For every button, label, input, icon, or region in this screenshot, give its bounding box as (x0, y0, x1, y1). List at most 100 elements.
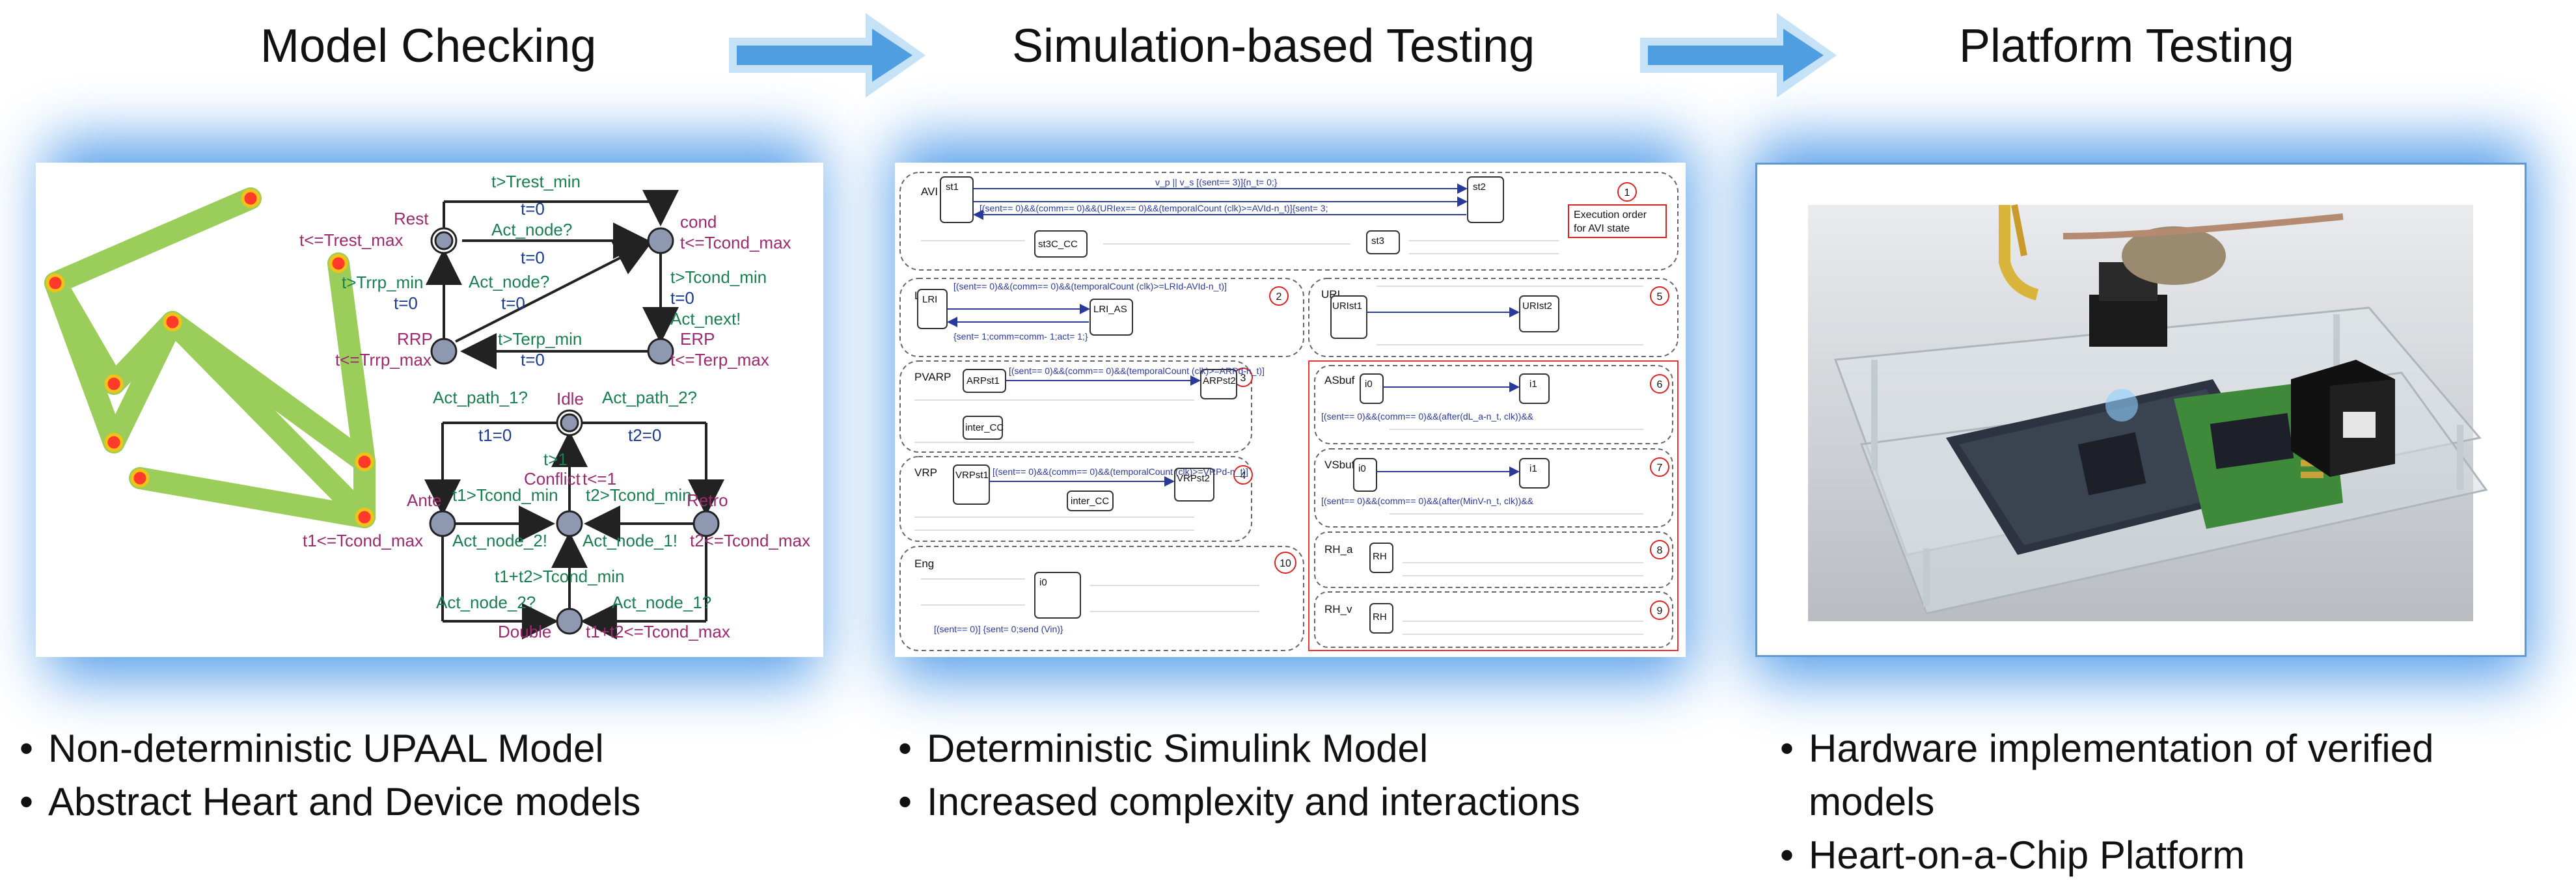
hardware-platform-photo (1755, 163, 2527, 657)
chart-label: RH_v (1324, 603, 1352, 615)
act-path-1-label: Act_path_1? (433, 388, 528, 407)
reset-label: t=0 (521, 350, 545, 369)
automaton-state-icons (430, 227, 674, 365)
transition-code: [(sent== 0)&&(comm== 0)&&(temporalCount … (953, 281, 1227, 291)
reset-label: t=0 (521, 199, 545, 219)
reset-label: t=0 (521, 248, 545, 267)
order-badge: 4 (1240, 470, 1246, 481)
double-invariant: t1+t2<=Tcond_max (586, 622, 730, 641)
rha-chart (1314, 531, 1673, 588)
simulation-bullets: Deterministic Simulink Model Increased c… (898, 722, 1580, 829)
state-conflict: Conflict (524, 469, 581, 489)
state-label: i1 (1529, 379, 1537, 390)
trest-guard: t>Trest_min (491, 172, 581, 191)
state-label: LRI_AS (1093, 304, 1127, 315)
act-node-2-label: Act_node_2? (436, 593, 536, 612)
order-badge: 6 (1657, 379, 1663, 390)
state-label: st1 (946, 181, 959, 193)
eng-chart (899, 546, 1304, 651)
cond-invariant: t<=Tcond_max (680, 233, 791, 252)
act-next-label: Act_next! (670, 309, 741, 329)
state-label: inter_CC (965, 422, 1004, 433)
state-rrp: RRP (397, 329, 433, 349)
chart-label: AVI (921, 185, 938, 198)
t1-guard: t1>Tcond_min (452, 485, 558, 505)
t2-reset: t2=0 (628, 425, 661, 445)
transition-code: [(sent== 0)] {sent= 0;send (Vin)} (934, 624, 1063, 634)
transition-code: [(sent== 0)&&(comm== 0)&&(temporalCount … (1009, 366, 1265, 376)
path-state-icons (429, 409, 720, 635)
bullet-item: Hardware implementation of verified mode… (1780, 722, 2548, 829)
bullet-item: Heart-on-a-Chip Platform (1780, 829, 2548, 882)
transition-code: v_p || v_s [(sent== 3)]{n_t= 0;} (1155, 177, 1278, 187)
transition-code: [(sent== 0)&&(comm== 0)&&(after(dL_a-n_t… (1321, 411, 1534, 422)
execution-order-text: for AVI state (1574, 223, 1630, 234)
bullet-item: Increased complexity and interactions (898, 775, 1580, 829)
buffer-group (1308, 360, 1679, 651)
order-badge: 8 (1657, 545, 1663, 556)
act-node-label: Act_node? (469, 272, 549, 291)
model-checking-title: Model Checking (260, 20, 597, 72)
state-label: st3C_CC (1038, 239, 1078, 250)
state-erp: ERP (680, 329, 715, 349)
chart-label: PVARP (914, 371, 951, 383)
act-node-1-label: Act_node_1! (582, 531, 678, 550)
order-badge: 1 (1624, 187, 1630, 198)
order-badge: 2 (1276, 291, 1282, 302)
simulink-model-panel: AVI LRI PVARP VRP URI ASbuf VSbuf RH_a R… (895, 163, 1686, 657)
erp-invariant: t<=Terp_max (670, 350, 769, 369)
uri-chart (1308, 278, 1679, 357)
ante-invariant: t1<=Tcond_max (303, 531, 423, 550)
order-badge: 10 (1280, 558, 1291, 569)
execution-order-text: Execution order (1574, 209, 1647, 221)
state-double: Double (498, 622, 551, 641)
bullet-item: Deterministic Simulink Model (898, 722, 1580, 775)
rest-invariant: t<=Trest_max (299, 230, 403, 250)
bullet-item: Abstract Heart and Device models (20, 775, 640, 829)
heart-model-graph (44, 187, 376, 528)
state-label: VRPst2 (1177, 473, 1210, 484)
model-checking-bullets: Non-deterministic UPAAL Model Abstract H… (20, 722, 640, 829)
heart-node-icons (46, 189, 374, 527)
order-badge: 3 (1240, 373, 1246, 384)
state-label: ARPst2 (1203, 375, 1236, 386)
transition-code: [(sent== 0)&&(comm== 0)&&(URIex== 0)&&(t… (980, 203, 1328, 213)
trrp-guard: t>Trrp_min (342, 273, 423, 292)
avi-chart (899, 172, 1679, 271)
t1t2-guard: t1+t2>Tcond_min (495, 567, 624, 586)
arrow-icon (1640, 13, 1837, 98)
reset-label: t=0 (394, 293, 418, 313)
act-path-2-label: Act_path_2? (602, 388, 697, 407)
state-cond: cond (680, 212, 717, 232)
asbuf-chart (1314, 365, 1673, 444)
state-label: LRI (922, 294, 937, 305)
chart-label: ASbuf (1324, 374, 1355, 386)
reset-label: t=0 (501, 293, 525, 313)
transition-code: [(sent== 0)&&(comm== 0)&&(temporalCount … (993, 466, 1248, 477)
t2-guard: t2>Tcond_min (586, 485, 692, 505)
state-label: URIst2 (1522, 301, 1552, 312)
node-automaton (426, 190, 679, 369)
tcond-guard: t>Tcond_min (670, 267, 767, 287)
arrow-icon (729, 13, 925, 98)
state-label: ARPst1 (966, 375, 1000, 386)
chart-label: RH_a (1324, 543, 1353, 556)
upaal-model-panel: Rest t<=Trest_max t>Trest_min t=0 Act_no… (36, 163, 823, 657)
state-label: i0 (1039, 577, 1047, 588)
chart-label: Eng (914, 557, 934, 570)
conflict-invariant: t<=1 (582, 469, 616, 489)
lri-chart (899, 278, 1304, 357)
state-rest: Rest (394, 209, 429, 228)
reset-label: t=0 (670, 288, 694, 308)
order-badge: 9 (1657, 606, 1663, 617)
vsbuf-chart (1314, 448, 1673, 528)
state-label: i0 (1365, 379, 1373, 390)
state-label: i1 (1529, 463, 1537, 474)
act-node-2-label: Act_node_2! (452, 531, 547, 550)
vrp-chart (899, 456, 1252, 542)
upaal-diagram: Rest t<=Trest_max t>Trest_min t=0 Act_no… (44, 172, 810, 641)
bullet-item: Non-deterministic UPAAL Model (20, 722, 640, 775)
state-label: RH (1373, 611, 1387, 623)
act-node-1-label: Act_node_1? (612, 593, 711, 612)
platform-bullets: Hardware implementation of verified mode… (1780, 722, 2548, 882)
